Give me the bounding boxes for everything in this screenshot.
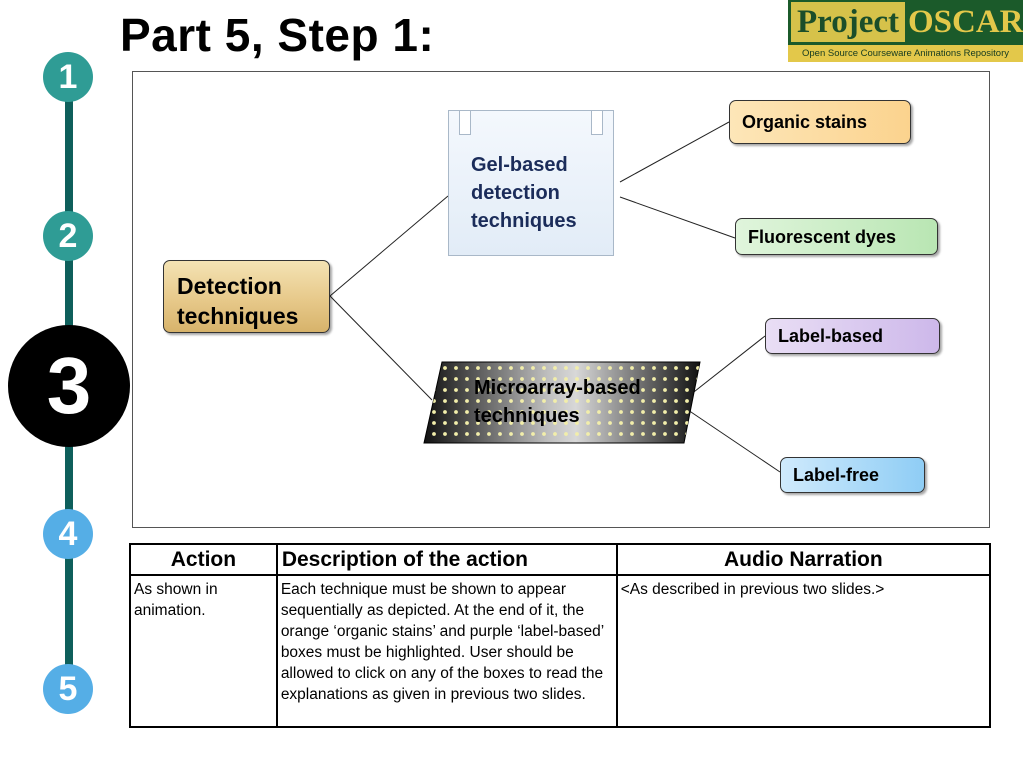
connector-lines xyxy=(329,121,781,473)
step-4-indicator[interactable]: 4 xyxy=(43,509,93,559)
table-row: As shown in animation. Each technique mu… xyxy=(129,574,992,728)
node-microarray-based[interactable]: Microarray-based techniques xyxy=(474,377,641,427)
node-detection-techniques[interactable]: Detection techniques xyxy=(163,260,330,333)
connector-gel-fluorescent xyxy=(619,196,736,239)
gel-well-right xyxy=(591,111,603,135)
node-fluorescent-dyes[interactable]: Fluorescent dyes xyxy=(735,218,938,255)
connector-root-gel xyxy=(329,195,449,297)
logo-subtitle: Open Source Courseware Animations Reposi… xyxy=(788,45,1023,62)
step-1-indicator[interactable]: 1 xyxy=(43,52,93,102)
connector-microarray-labelbased xyxy=(689,335,766,396)
cell-action: As shown in animation. xyxy=(129,574,278,728)
header-narration: Audio Narration xyxy=(615,543,992,576)
page-title: Part 5, Step 1: xyxy=(120,9,435,61)
step-3-indicator-current[interactable]: 3 xyxy=(8,325,130,447)
microarray-spots xyxy=(424,362,700,443)
connector-root-microarray xyxy=(329,295,433,401)
gel-tank-graphic[interactable] xyxy=(448,110,614,256)
step-2-indicator[interactable]: 2 xyxy=(43,211,93,261)
logo-word-project: Project xyxy=(791,2,905,42)
node-gel-based[interactable]: Gel-based detection techniques xyxy=(471,154,577,232)
node-label-based[interactable]: Label-based xyxy=(765,318,940,354)
project-oscar-logo: Project OSCAR Open Source Courseware Ani… xyxy=(788,0,1023,62)
header-action: Action xyxy=(129,543,278,576)
step-5-indicator[interactable]: 5 xyxy=(43,664,93,714)
header-description: Description of the action xyxy=(275,543,618,576)
table-header-row: Action Description of the action Audio N… xyxy=(129,543,992,576)
connector-gel-organic xyxy=(619,121,730,183)
node-label-free[interactable]: Label-free xyxy=(780,457,925,493)
connector-microarray-labelfree xyxy=(687,409,781,473)
logo-word-oscar: OSCAR xyxy=(908,2,1023,42)
node-organic-stains[interactable]: Organic stains xyxy=(729,100,911,144)
cell-narration: <As described in previous two slides.> xyxy=(615,574,992,728)
gel-well-left xyxy=(459,111,471,135)
diagram-frame xyxy=(132,71,990,528)
instruction-table: Action Description of the action Audio N… xyxy=(129,543,992,728)
cell-description: Each technique must be shown to appear s… xyxy=(275,574,618,728)
